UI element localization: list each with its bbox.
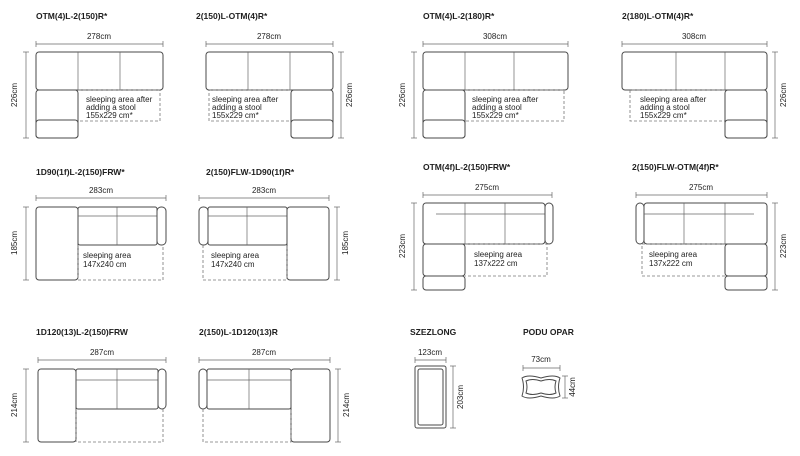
sofa-outline [205,51,334,139]
depth-label: 223cm [779,234,788,258]
sleeping-area-line-2: 147x240 cm [83,260,127,269]
width-label: 308cm [682,32,706,41]
diagram-1d90l-2-150frw: 1D90(1f)L-2(150)FRW* 283cm 185cm sleepin… [10,167,167,281]
sleeping-area-outline [202,245,288,281]
diagram-title: 1D90(1f)L-2(150)FRW* [36,167,125,177]
cushion-outline [521,375,561,399]
sleeping-area-line-1: sleeping area after [212,95,279,104]
diagram-title: 2(150)FLW-OTM(4f)R* [632,162,719,172]
diagram-title: OTM(4)L-2(150)R* [36,11,108,21]
width-label: 287cm [90,348,114,357]
diagram-title: PODU OPAR [523,327,574,337]
sleeping-area-outline [465,243,548,277]
width-label: 275cm [475,183,499,192]
depth-label: 44cm [568,377,577,397]
diagram-2-150flw-otm4fr: 2(150)FLW-OTM(4f)R* 275cm 223cm sleeping… [632,162,788,291]
sofa-outline [35,51,164,139]
depth-label: 214cm [342,393,351,417]
depth-label: 226cm [398,83,407,107]
depth-label: 214cm [10,393,19,417]
sleeping-area-line-3: 155x229 cm* [86,111,133,120]
diagram-otm4l-2-150r: OTM(4)L-2(150)R* 278cm 226cm sleeping ar… [10,11,164,139]
diagram-title: 2(150)L-OTM(4)R* [196,11,268,21]
depth-label: 226cm [10,83,19,107]
width-label: 287cm [252,348,276,357]
width-label: 283cm [89,186,113,195]
depth-label: 203cm [456,385,465,409]
sofa-outline [198,368,331,443]
depth-label: 226cm [345,83,354,107]
diagram-1d120l-2-150frw: 1D120(13)L-2(150)FRW 287cm 214cm [10,327,167,443]
sleeping-area-outline [202,409,292,443]
sleeping-area-outline [629,89,725,122]
diagram-title: 1D120(13)L-2(150)FRW [36,327,129,337]
sleeping-area-outline [77,245,164,281]
width-label: 308cm [483,32,507,41]
chaise-outline [414,365,447,429]
sleeping-area-outline [641,243,725,277]
sleeping-area-line-1: sleeping area after [86,95,153,104]
sleeping-area-line-1: sleeping area [649,250,698,259]
sleeping-area-line-3: 155x229 cm* [472,111,519,120]
diagram-2-180l-otm4r: 2(180)L-OTM(4)R* 308cm 226cm sleeping ar… [621,11,788,139]
depth-label: 226cm [779,83,788,107]
depth-label: 185cm [10,231,19,255]
width-label: 278cm [257,32,281,41]
sleeping-area-line-2: adding a stool [86,103,136,112]
sleeping-area-line-1: sleeping area after [640,95,707,104]
sleeping-area-line-3: 155x229 cm* [212,111,259,120]
sofa-outline [635,202,768,291]
width-label: 278cm [87,32,111,41]
sleeping-area-line-2: 137x222 cm [649,259,693,268]
width-label: 123cm [418,348,442,357]
diagram-title: 2(180)L-OTM(4)R* [622,11,694,21]
sleeping-area-line-1: sleeping area [83,251,132,260]
sleeping-area-line-1: sleeping area after [472,95,539,104]
sofa-outline [198,206,330,281]
sleeping-area-line-1: sleeping area [474,250,523,259]
diagram-2-150flw-1d90r: 2(150)FLW-1D90(1f)R* 283cm 185cm sleepin… [198,167,350,281]
sleeping-area-line-2: 137x222 cm [474,259,518,268]
diagram-title: 2(150)FLW-1D90(1f)R* [206,167,295,177]
diagram-title: 2(150)L-1D120(13)R [199,327,278,337]
sleeping-area-line-2: 147x240 cm [211,260,255,269]
sleeping-area-line-2: adding a stool [640,103,690,112]
sleeping-area-line-1: sleeping area [211,251,260,260]
sleeping-area-line-3: 155x229 cm* [640,111,687,120]
diagram-podu-opar: PODU OPAR 73cm 44cm [521,327,577,399]
sleeping-area-outline [208,89,291,122]
diagram-title: OTM(4)L-2(180)R* [423,11,495,21]
sofa-outline [35,206,167,281]
diagram-2-150l-1d120r: 2(150)L-1D120(13)R 287cm 214cm [198,327,351,443]
sleeping-area-line-2: adding a stool [212,103,262,112]
sleeping-area-outline [78,89,161,122]
sleeping-area-line-2: adding a stool [472,103,522,112]
sleeping-area-outline [75,409,164,443]
diagram-otm4fl-2-150frw: OTM(4f)L-2(150)FRW* 275cm 223cm sleeping… [398,162,554,291]
diagram-title: OTM(4f)L-2(150)FRW* [423,162,511,172]
sofa-outline [621,51,768,139]
width-label: 283cm [252,186,276,195]
depth-label: 223cm [398,234,407,258]
sofa-outline [422,51,569,139]
diagram-2-150l-otm4r: 2(150)L-OTM(4)R* 278cm 226cm sleeping ar… [196,11,354,139]
diagram-title: SZEZLONG [410,327,457,337]
diagram-szezlong: SZEZLONG 123cm 203cm [410,327,465,429]
diagram-otm4l-2-180r: OTM(4)L-2(180)R* 308cm 226cm sleeping ar… [398,11,569,139]
width-label: 73cm [531,355,551,364]
sofa-outline [37,368,167,443]
sofa-outline [422,202,554,291]
depth-label: 185cm [341,231,350,255]
width-label: 275cm [689,183,713,192]
